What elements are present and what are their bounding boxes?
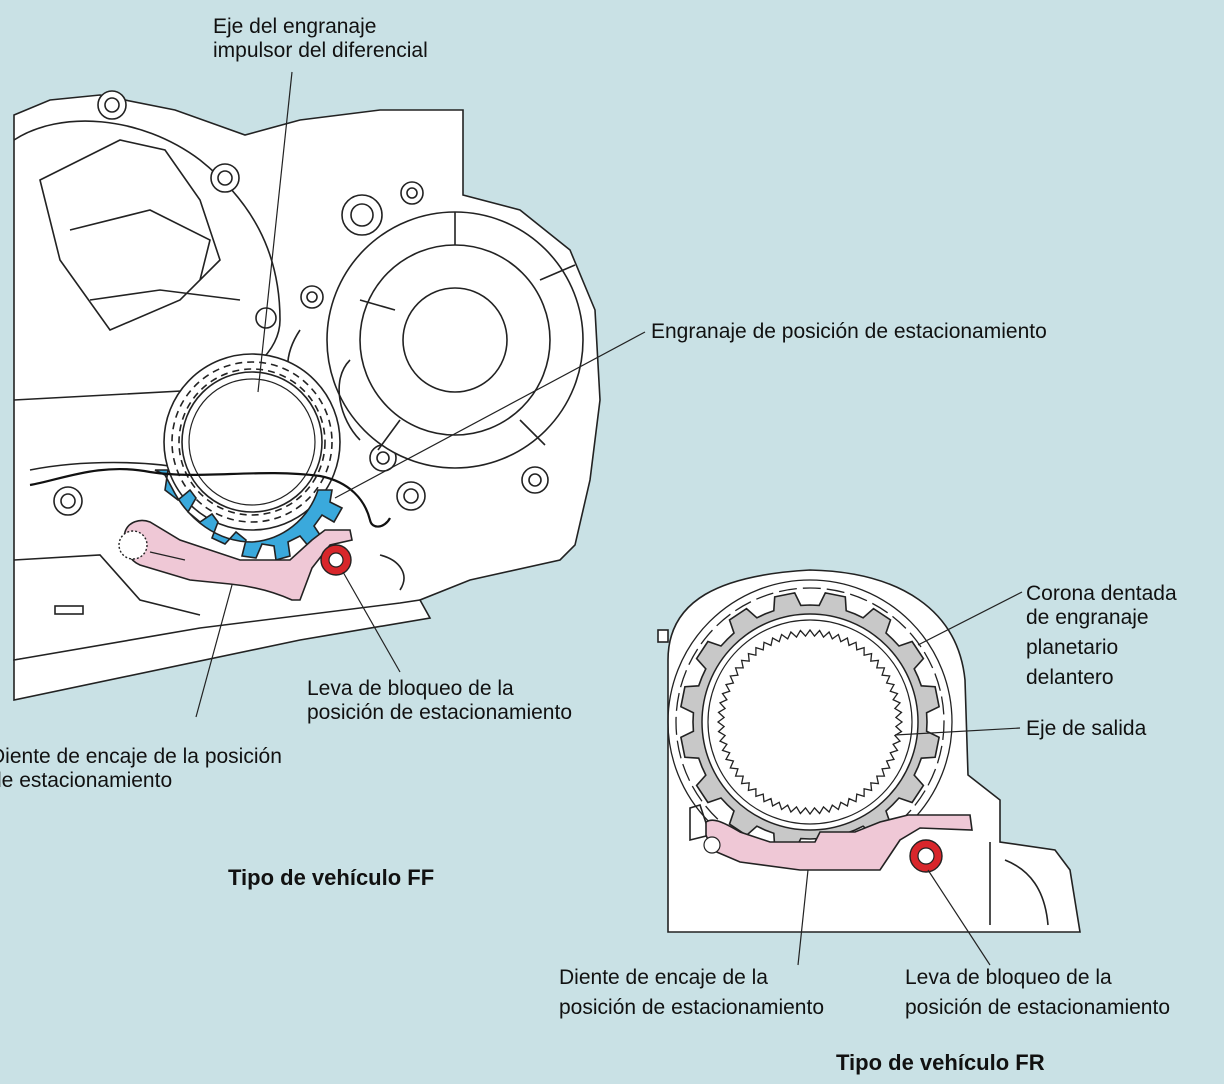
fr-cam-label: Leva de bloqueo de la posición de estaci… [905, 966, 1170, 1020]
ff-gear-label: Engranaje de posición de estacionamiento [651, 320, 1047, 343]
fr-cam-label-line-2: posición de estacionamiento [905, 996, 1171, 1019]
fr-pawl-label: Diente de encaje de la posición de estac… [559, 966, 824, 1020]
fr-ring-gear-label-line-2: de engranaje [1026, 606, 1149, 629]
fr-ring-gear-label-line-3: planetario [1026, 636, 1119, 659]
fr-leader-lines [797, 591, 1023, 966]
ff-parking-gear [154, 469, 344, 562]
fr-pawl-label-line-1: Diente de encaje de la [559, 966, 768, 989]
ff-caption: Tipo de vehículo FF [228, 865, 435, 890]
fr-ring-gear-label-line-4: delantero [1026, 666, 1114, 689]
fr-pawl-pivot [703, 836, 721, 854]
fr-ring-gear-label: Corona dentada de engranaje planetario d… [1026, 582, 1177, 690]
fr-parking-pawl [705, 814, 973, 871]
fr-caption: Tipo de vehículo FR [836, 1050, 1045, 1075]
fr-ring-gear-label-line-1: Corona dentada [1026, 582, 1177, 605]
fr-pawl-label-line-2: posición de estacionamiento [559, 996, 825, 1019]
fr-cam-label-line-1: Leva de bloqueo de la [905, 966, 1112, 989]
ff-cam-label: Leva de bloqueo de la posición de estaci… [307, 677, 572, 725]
ff-pawl-label: Diente de encaje de la posición de estac… [0, 745, 282, 793]
ff-shaft-label-line-1: Eje del engranaje [213, 15, 377, 38]
ff-cam-label-line-1: Leva de bloqueo de la [307, 677, 514, 700]
ff-pawl-label-line-2: de estacionamiento [0, 769, 173, 792]
ff-pawl-pivot [118, 530, 148, 560]
ff-pawl-label-line-1: Diente de encaje de la posición [0, 745, 282, 768]
ff-transaxle-housing [13, 90, 601, 701]
fr-output-shaft-splines [716, 628, 904, 816]
ff-section-line [29, 468, 391, 528]
ff-leader-lines [195, 71, 646, 718]
ff-cam-label-line-2: posición de estacionamiento [307, 701, 573, 724]
ff-shaft-label-line-2: impulsor del diferencial [213, 39, 428, 62]
ff-shaft-label: Eje del engranaje impulsor del diferenci… [213, 15, 428, 63]
ff-parking-pawl [123, 519, 353, 601]
fr-output-shaft-label: Eje de salida [1026, 717, 1147, 740]
fr-output-shaft [716, 628, 904, 816]
